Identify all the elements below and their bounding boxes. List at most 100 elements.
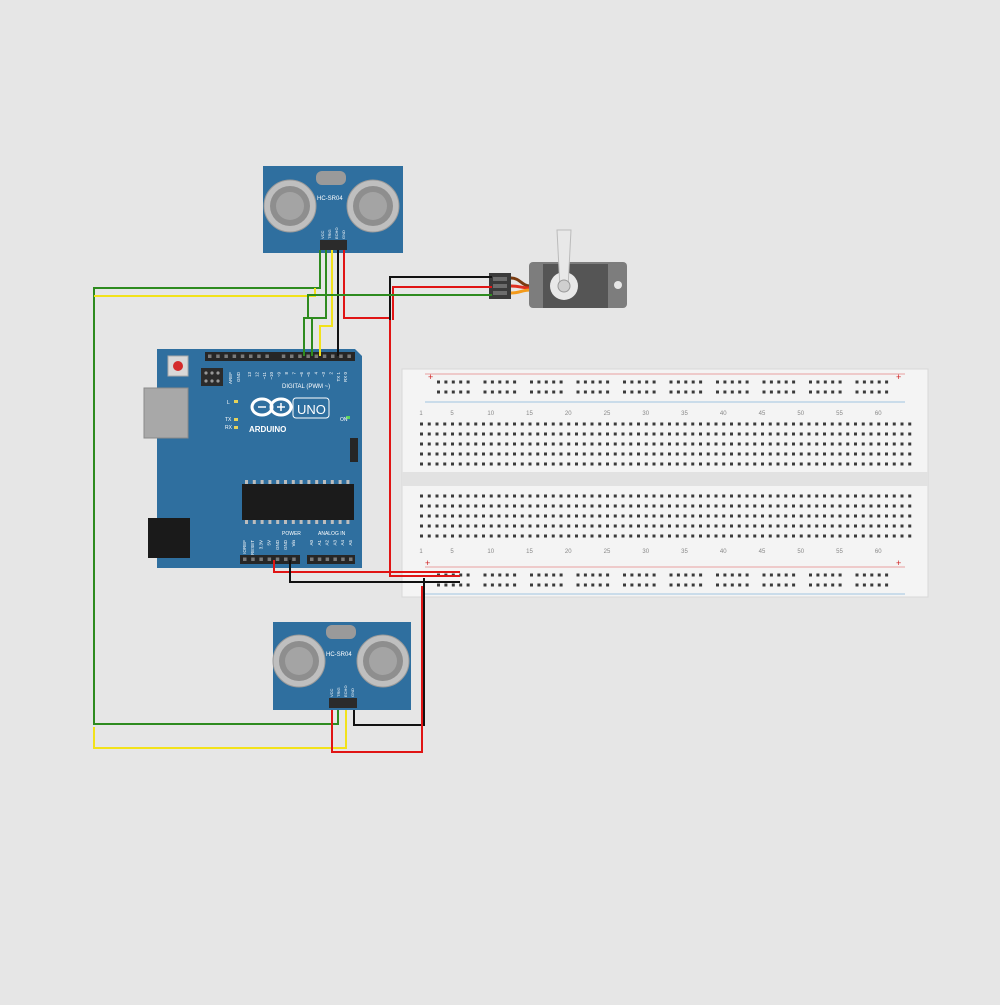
rail-hole[interactable]	[505, 573, 509, 577]
terminal-hole[interactable]	[590, 452, 594, 456]
terminal-hole[interactable]	[753, 432, 757, 436]
terminal-hole[interactable]	[830, 432, 834, 436]
rail-hole[interactable]	[623, 573, 626, 577]
terminal-hole[interactable]	[520, 452, 524, 456]
terminal-hole[interactable]	[606, 524, 609, 528]
terminal-hole[interactable]	[869, 422, 873, 426]
header-pin[interactable]	[257, 354, 261, 359]
rail-hole[interactable]	[630, 380, 634, 384]
rail-hole[interactable]	[637, 583, 641, 587]
terminal-hole[interactable]	[427, 432, 431, 436]
terminal-hole[interactable]	[482, 504, 485, 508]
terminal-hole[interactable]	[559, 422, 563, 426]
terminal-hole[interactable]	[451, 452, 454, 456]
terminal-hole[interactable]	[722, 432, 726, 436]
terminal-hole[interactable]	[675, 462, 679, 466]
terminal-hole[interactable]	[637, 534, 640, 538]
terminal-hole[interactable]	[745, 524, 749, 528]
terminal-hole[interactable]	[691, 534, 695, 538]
terminal-hole[interactable]	[838, 442, 842, 446]
analog-pin[interactable]	[310, 557, 314, 562]
terminal-hole[interactable]	[807, 514, 811, 518]
rail-hole[interactable]	[576, 583, 580, 587]
rail-hole[interactable]	[823, 390, 827, 394]
terminal-hole[interactable]	[792, 462, 795, 466]
rail-hole[interactable]	[645, 380, 649, 384]
terminal-hole[interactable]	[567, 494, 571, 498]
rail-hole[interactable]	[831, 573, 835, 577]
terminal-hole[interactable]	[815, 452, 819, 456]
terminal-hole[interactable]	[621, 524, 625, 528]
terminal-hole[interactable]	[474, 514, 478, 518]
terminal-hole[interactable]	[784, 504, 788, 508]
terminal-hole[interactable]	[706, 462, 710, 466]
terminal-hole[interactable]	[567, 514, 571, 518]
rail-hole[interactable]	[784, 573, 788, 577]
rail-hole[interactable]	[745, 573, 749, 577]
rail-hole[interactable]	[769, 390, 773, 394]
header-pin[interactable]	[306, 354, 310, 359]
terminal-hole[interactable]	[420, 514, 423, 518]
terminal-hole[interactable]	[644, 504, 648, 508]
terminal-hole[interactable]	[482, 422, 485, 426]
terminal-hole[interactable]	[575, 442, 578, 446]
terminal-hole[interactable]	[528, 452, 532, 456]
terminal-hole[interactable]	[606, 422, 609, 426]
rail-hole[interactable]	[652, 390, 656, 394]
analog-pin[interactable]	[317, 557, 322, 562]
terminal-hole[interactable]	[528, 432, 532, 436]
rail-hole[interactable]	[877, 390, 881, 394]
terminal-hole[interactable]	[420, 494, 423, 498]
terminal-hole[interactable]	[799, 422, 803, 426]
terminal-hole[interactable]	[443, 504, 447, 508]
terminal-hole[interactable]	[598, 442, 602, 446]
terminal-hole[interactable]	[815, 462, 819, 466]
terminal-hole[interactable]	[768, 524, 772, 528]
terminal-hole[interactable]	[691, 494, 695, 498]
terminal-hole[interactable]	[598, 504, 602, 508]
terminal-hole[interactable]	[838, 452, 842, 456]
rail-hole[interactable]	[684, 573, 688, 577]
rail-hole[interactable]	[762, 390, 766, 394]
terminal-hole[interactable]	[435, 462, 439, 466]
terminal-hole[interactable]	[722, 534, 726, 538]
header-pin[interactable]	[339, 354, 343, 359]
sensor-bottom-header[interactable]	[329, 698, 357, 708]
terminal-hole[interactable]	[621, 514, 625, 518]
rail-hole[interactable]	[583, 583, 587, 587]
terminal-hole[interactable]	[877, 504, 881, 508]
terminal-hole[interactable]	[869, 524, 873, 528]
terminal-hole[interactable]	[892, 452, 896, 456]
terminal-hole[interactable]	[613, 442, 617, 446]
rail-hole[interactable]	[870, 573, 874, 577]
terminal-hole[interactable]	[559, 442, 563, 446]
terminal-hole[interactable]	[683, 504, 687, 508]
terminal-hole[interactable]	[660, 524, 664, 528]
rail-hole[interactable]	[591, 573, 595, 577]
terminal-hole[interactable]	[497, 534, 501, 538]
terminal-hole[interactable]	[854, 524, 857, 528]
terminal-hole[interactable]	[784, 514, 788, 518]
rail-hole[interactable]	[559, 573, 563, 577]
terminal-hole[interactable]	[768, 422, 772, 426]
rail-hole[interactable]	[576, 573, 580, 577]
terminal-hole[interactable]	[451, 514, 454, 518]
terminal-hole[interactable]	[668, 442, 671, 446]
terminal-hole[interactable]	[660, 462, 664, 466]
terminal-hole[interactable]	[706, 514, 710, 518]
terminal-hole[interactable]	[513, 422, 516, 426]
rail-hole[interactable]	[652, 380, 656, 384]
terminal-hole[interactable]	[799, 524, 803, 528]
terminal-hole[interactable]	[776, 422, 780, 426]
terminal-hole[interactable]	[830, 422, 834, 426]
terminal-hole[interactable]	[652, 462, 656, 466]
terminal-hole[interactable]	[466, 452, 470, 456]
rail-hole[interactable]	[816, 390, 820, 394]
terminal-hole[interactable]	[435, 432, 439, 436]
terminal-hole[interactable]	[458, 494, 462, 498]
wire-red-5v[interactable]	[273, 560, 460, 573]
rail-hole[interactable]	[831, 390, 835, 394]
terminal-hole[interactable]	[683, 494, 687, 498]
terminal-hole[interactable]	[745, 442, 749, 446]
terminal-hole[interactable]	[892, 422, 896, 426]
